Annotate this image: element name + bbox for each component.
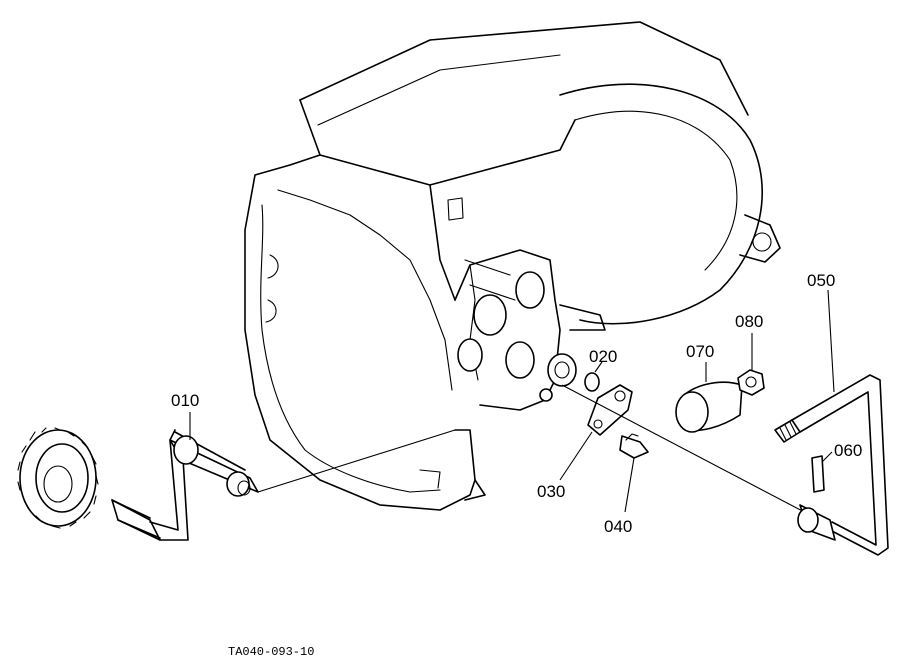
assembly-leader-line [561,384,811,516]
transmission-housing [244,21,781,511]
part-020-o-ring [584,361,603,392]
callout-020: 020 [589,347,617,366]
part-050-shift-lever [774,289,889,556]
part-040-bolt [619,433,649,513]
drawing-code: TA040-093-10 [228,645,314,659]
callout-040: 040 [604,517,632,536]
callout-050: 050 [807,271,835,290]
callout-080: 080 [735,312,763,331]
part-060-pin [811,451,833,493]
callout-010: 010 [171,391,199,410]
callout-060: 060 [834,441,862,460]
callout-030: 030 [537,482,565,501]
part-080-nut [737,333,765,396]
part-030-plate [559,384,633,481]
callout-070: 070 [686,342,714,361]
part-010-gear-shaft [17,412,456,541]
part-070-knob [675,362,743,433]
